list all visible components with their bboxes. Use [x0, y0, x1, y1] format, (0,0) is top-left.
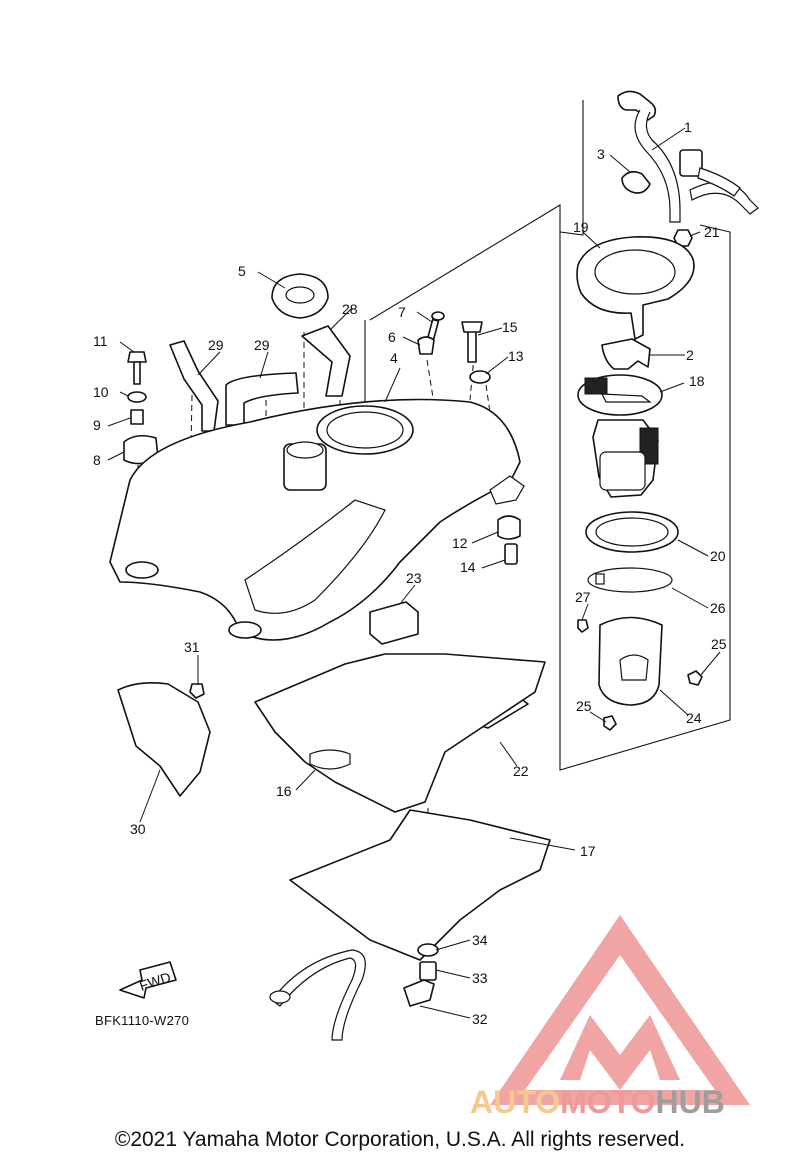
part-4-fuel-tank [109, 398, 525, 641]
callout-21: 21 [704, 224, 720, 240]
callout-26: 26 [710, 600, 726, 616]
copyright-footer: ©2021 Yamaha Motor Corporation, U.S.A. A… [114, 1128, 686, 1151]
callout-19: 19 [573, 219, 589, 235]
watermark-auto: AUTO [470, 1084, 561, 1120]
part-20-gasket [585, 511, 679, 553]
callout-numbers: 1 2 3 4 5 6 7 8 9 10 11 12 13 14 15 16 1… [93, 119, 727, 1027]
callout-31: 31 [184, 639, 200, 655]
watermark-brand-text: AUTOMOTOHUB [470, 1084, 725, 1121]
part-1-vent-hose [617, 90, 759, 223]
callout-15: 15 [502, 319, 518, 335]
callout-29-left: 29 [208, 337, 224, 353]
callout-4: 4 [390, 350, 398, 366]
callout-8: 8 [93, 452, 101, 468]
callout-30: 30 [130, 821, 146, 837]
callout-9: 9 [93, 417, 101, 433]
part-18-fuel-pump [577, 374, 663, 498]
callout-32: 32 [472, 1011, 488, 1027]
callout-20: 20 [710, 548, 726, 564]
callout-25-lower: 25 [576, 698, 592, 714]
callout-25-upper: 25 [711, 636, 727, 652]
left-hardware [123, 351, 159, 465]
callout-5: 5 [238, 263, 246, 279]
drain-hose-fitting [269, 943, 439, 1041]
callout-7: 7 [398, 304, 406, 320]
fwd-direction-arrow: FWD [119, 961, 177, 999]
part-2-bracket [601, 338, 651, 370]
part-26-band [587, 567, 673, 593]
part-16-tray [254, 653, 546, 813]
callout-18: 18 [689, 373, 705, 389]
callout-27: 27 [575, 589, 591, 605]
part-5-fuel-cap [271, 273, 329, 319]
part-30-side-cover [117, 682, 211, 797]
fuel-tank-exploded-diagram: FWD [93, 90, 759, 1041]
part-12-14-mounts [497, 515, 521, 565]
callout-28: 28 [342, 301, 358, 317]
tank-hardware [417, 311, 491, 384]
callout-29-right: 29 [254, 337, 270, 353]
part-17-under-cover [289, 809, 551, 961]
callout-11: 11 [93, 333, 108, 349]
part-19-retainer-plate [576, 236, 695, 340]
callout-6: 6 [388, 329, 396, 345]
diagram-reference-code: BFK1110-W270 [95, 1013, 190, 1028]
callout-1: 1 [684, 119, 692, 135]
leader-lines [107, 127, 721, 1019]
callout-10: 10 [93, 384, 109, 400]
callout-14: 14 [460, 559, 476, 575]
callout-33: 33 [472, 970, 488, 986]
callout-3: 3 [597, 146, 605, 162]
callout-23: 23 [406, 570, 422, 586]
callout-13: 13 [508, 348, 524, 364]
screws [577, 619, 703, 731]
callout-12: 12 [452, 535, 468, 551]
part-3-grommet [621, 170, 651, 194]
callout-2: 2 [686, 347, 694, 363]
part-24-cover [598, 616, 663, 706]
callout-34: 34 [472, 932, 488, 948]
callout-24: 24 [686, 710, 702, 726]
watermark-hub: HUB [655, 1084, 725, 1120]
watermark-moto: MOTO [560, 1084, 656, 1120]
automotohub-watermark-logo [490, 915, 750, 1105]
callout-16: 16 [276, 783, 292, 799]
callout-17: 17 [580, 843, 596, 859]
callout-22: 22 [513, 763, 529, 779]
hoses [169, 325, 351, 432]
